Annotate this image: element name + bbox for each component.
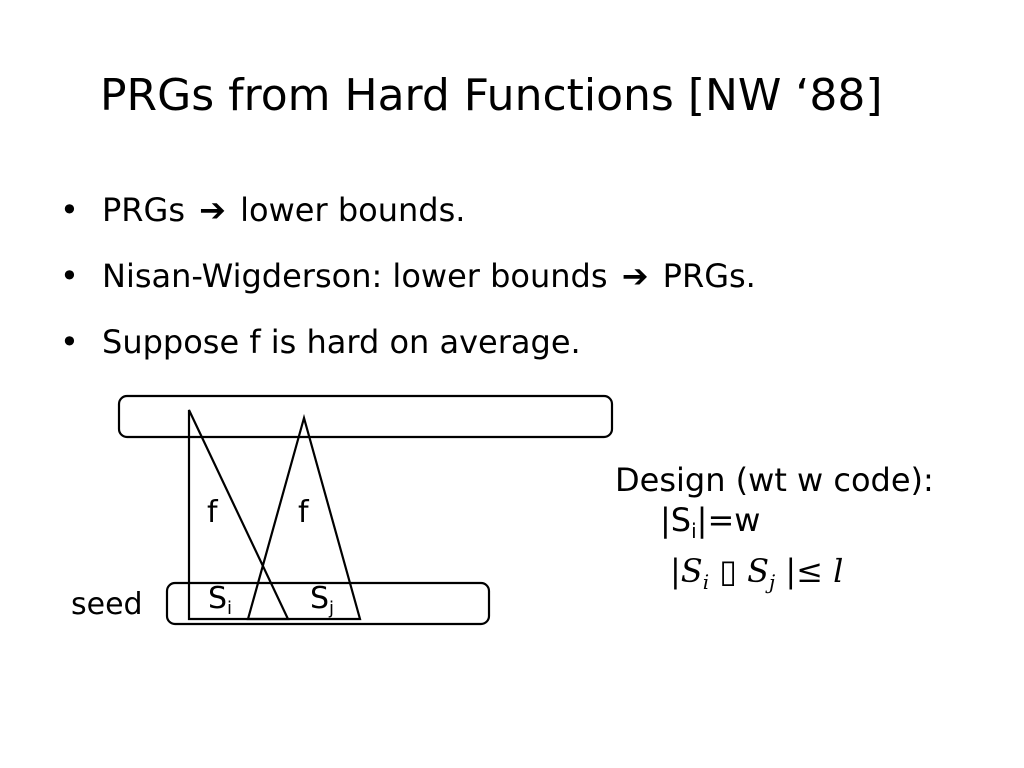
design-weight-line: |Si|=w xyxy=(660,501,761,543)
design-intersection-line: |Si ▯ Sj |≤ l xyxy=(670,552,844,594)
f-label-left: f xyxy=(207,495,218,530)
s-j-base: S xyxy=(310,581,330,616)
s-i-sub: i xyxy=(227,598,233,619)
bullet-text: Suppose f is hard on average. xyxy=(102,323,581,361)
bullet-text: PRGs xyxy=(102,191,185,229)
design-heading: Design (wt w code): xyxy=(615,461,934,499)
bullet-text: Nisan-Wigderson: lower bounds xyxy=(102,257,608,295)
arrow-right-icon: ➔ xyxy=(199,191,226,229)
triangle-left xyxy=(187,409,290,621)
bullet-list: • PRGs ➔ lower bounds. • Nisan-Wigderson… xyxy=(60,190,756,388)
s-i-base: S xyxy=(208,581,228,616)
s-j-label: Sj xyxy=(310,582,334,626)
bullet-dot-icon: • xyxy=(60,191,79,229)
seed-bar xyxy=(165,581,491,626)
s-j-sub: j xyxy=(329,598,335,619)
slide-title: PRGs from Hard Functions [NW ‘88] xyxy=(100,70,883,121)
bullet-text: lower bounds. xyxy=(240,191,466,229)
bullet-text: PRGs. xyxy=(662,257,756,295)
bullet-dot-icon: • xyxy=(60,257,79,295)
design-block: Design (wt w code): |Si|=w |Si ▯ Sj |≤ l xyxy=(615,460,934,602)
bullet-dot-icon: • xyxy=(60,323,79,361)
triangle-right xyxy=(246,413,362,621)
seed-label: seed xyxy=(71,587,143,622)
arrow-right-icon: ➔ xyxy=(621,257,649,295)
s-i-label: Si xyxy=(208,582,232,626)
intersection-placeholder-icon: ▯ xyxy=(719,552,737,590)
bullet-item: • Nisan-Wigderson: lower bounds ➔ PRGs. xyxy=(60,256,756,296)
bullet-item: • PRGs ➔ lower bounds. xyxy=(60,190,756,230)
output-bar xyxy=(117,394,614,439)
f-label-right: f xyxy=(298,495,309,530)
bullet-item: • Suppose f is hard on average. xyxy=(60,322,756,362)
